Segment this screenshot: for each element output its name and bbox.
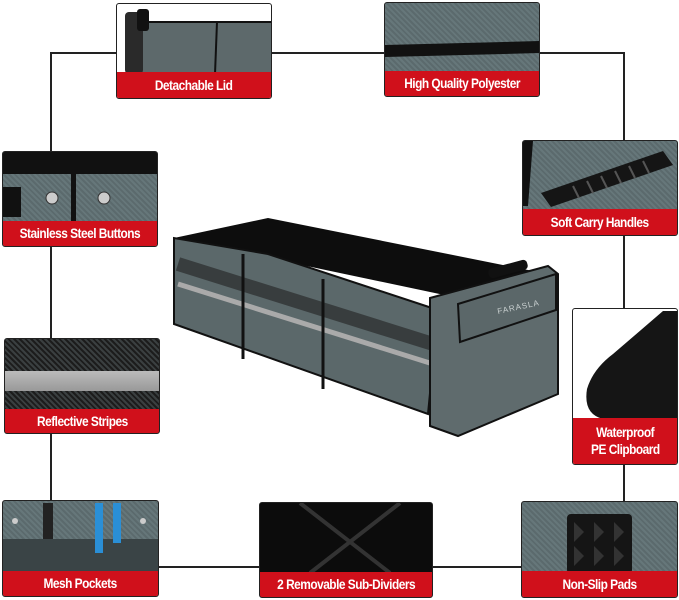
non-slip-pad-photo: [567, 514, 632, 574]
feature-panel-stainless-steel-buttons: Stainless Steel Buttons: [2, 151, 158, 247]
feature-panel-mesh-pockets: Mesh Pockets: [2, 500, 159, 597]
connector-line: [50, 52, 52, 566]
feature-label: Stainless Steel Buttons: [3, 221, 157, 246]
reflective-stripe: [5, 371, 159, 391]
feature-label: 2 Removable Sub-Dividers: [260, 572, 432, 597]
feature-label: Soft Carry Handles: [523, 209, 677, 235]
feature-label: Waterproof PE Clipboard: [573, 418, 677, 464]
lid-photo: [125, 9, 271, 75]
feature-label: High Quality Polyester: [385, 71, 539, 96]
label-text: Reflective Stripes: [36, 412, 128, 429]
feature-label: Non-Slip Pads: [522, 571, 677, 597]
feature-panel-non-slip-pads: Non-Slip Pads: [521, 501, 678, 598]
label-text: High Quality Polyester: [404, 75, 520, 91]
clipboard-photo: [586, 311, 677, 419]
feature-panel-high-quality-polyester: High Quality Polyester: [384, 2, 540, 97]
feature-panel-removable-sub-dividers: 2 Removable Sub-Dividers: [259, 502, 433, 598]
connector-line: [50, 52, 624, 54]
feature-label: Detachable Lid: [117, 72, 271, 98]
buttons-photo: [3, 152, 157, 222]
label-text: Stainless Steel Buttons: [19, 225, 141, 241]
label-text: Non-Slip Pads: [562, 575, 637, 592]
feature-label: Mesh Pockets: [3, 571, 158, 596]
feature-label: Reflective Stripes: [5, 409, 159, 433]
mesh-pockets-photo: [3, 503, 158, 574]
polyester-photo: [385, 41, 539, 57]
label-text: Detachable Lid: [155, 76, 233, 93]
feature-panel-reflective-stripes: Reflective Stripes: [4, 338, 160, 434]
label-text: PE Clipboard: [590, 441, 660, 457]
sub-dividers-photo: [298, 503, 402, 575]
handle-photo: [523, 141, 673, 207]
trunk-organizer-product: FARASLA: [173, 218, 559, 438]
label-text: 2 Removable Sub-Dividers: [277, 576, 415, 592]
feature-panel-waterproof-pe-clipboard: Waterproof PE Clipboard: [572, 308, 678, 465]
label-text: Waterproof: [596, 424, 654, 440]
label-text: Mesh Pockets: [43, 575, 118, 591]
feature-panel-detachable-lid: Detachable Lid: [116, 3, 272, 99]
label-text: Soft Carry Handles: [551, 213, 649, 230]
feature-panel-soft-carry-handles: Soft Carry Handles: [522, 140, 678, 236]
